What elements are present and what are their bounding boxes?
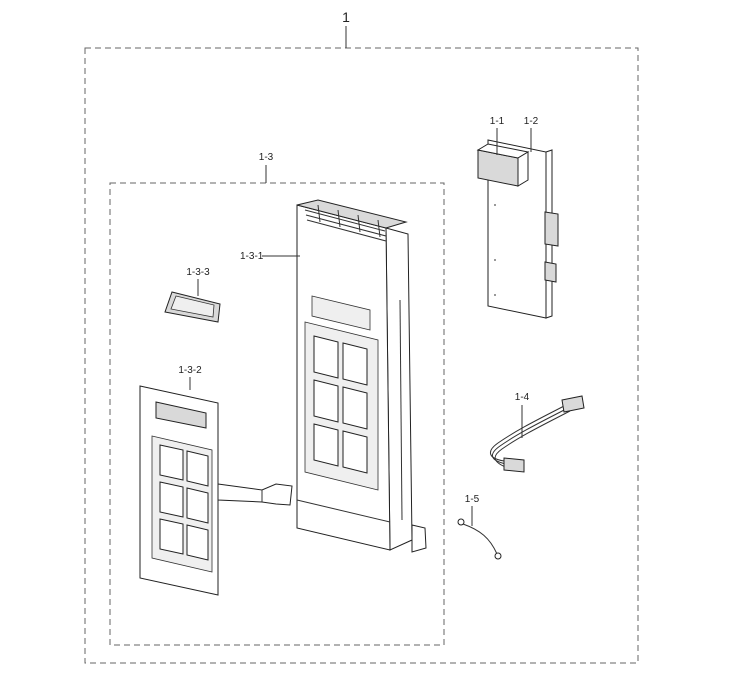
window-part xyxy=(164,291,221,323)
membrane-part xyxy=(139,385,293,596)
label-wire-harness: 1-4 xyxy=(515,392,530,403)
wire-harness-part xyxy=(490,395,585,473)
label-window: 1-3-3 xyxy=(186,267,210,278)
label-panel-assy: 1-3 xyxy=(259,152,274,163)
assembly-boundary xyxy=(84,47,639,664)
label-assembly: 1 xyxy=(342,9,350,25)
ground-wire-part xyxy=(457,518,502,560)
label-pcb: 1-2 xyxy=(524,116,539,127)
label-membrane: 1-3-2 xyxy=(178,365,202,376)
pcb-part xyxy=(476,139,559,319)
label-panel-front: 1-3-1 xyxy=(240,251,264,262)
panel-front-part xyxy=(296,199,427,553)
panel-assembly-boundary xyxy=(109,182,445,646)
label-ground-wire: 1-5 xyxy=(465,494,480,505)
label-pcb-holder: 1-1 xyxy=(490,116,505,127)
